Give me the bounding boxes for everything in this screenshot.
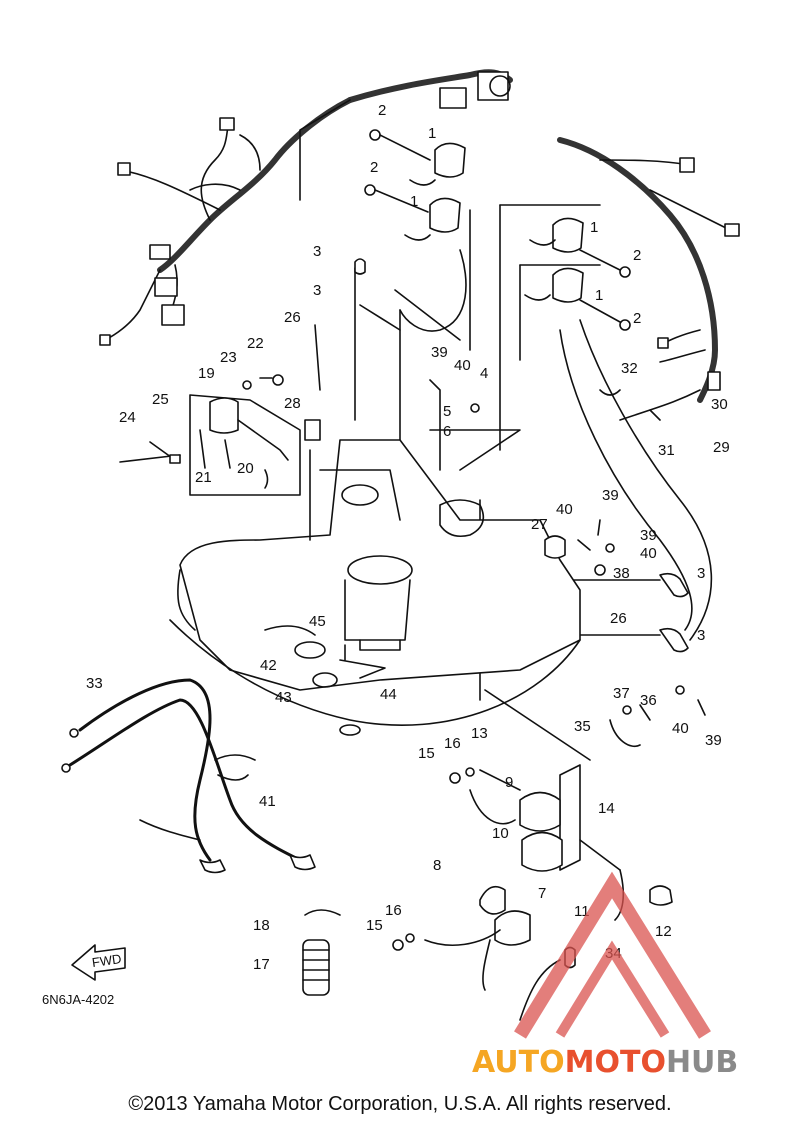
part-label: 16 xyxy=(444,735,461,752)
sensor-parts xyxy=(304,324,706,747)
part-label: 15 xyxy=(418,745,435,762)
spark-plug-leads xyxy=(354,249,713,653)
part-label: 7 xyxy=(538,885,546,902)
part-label: 3 xyxy=(313,243,321,260)
part-label: 24 xyxy=(119,409,136,426)
part-label: 16 xyxy=(385,902,402,919)
spring-clip xyxy=(302,909,341,996)
part-label: 3 xyxy=(697,627,705,644)
part-label: 17 xyxy=(253,956,270,973)
ignition-coils xyxy=(364,129,631,331)
copyright-text: ©2013 Yamaha Motor Corporation, U.S.A. A… xyxy=(128,1093,672,1115)
part-label: 2 xyxy=(633,310,641,327)
part-label: 18 xyxy=(253,917,270,934)
part-label: 22 xyxy=(247,335,264,352)
bracket-lines xyxy=(394,204,601,761)
watermark-moto: MOTO xyxy=(565,1045,666,1080)
part-label: 6 xyxy=(443,423,451,440)
part-label: 32 xyxy=(621,360,638,377)
watermark-logo: AUTOMOTOHUB xyxy=(472,871,738,1080)
part-label: 4 xyxy=(480,365,488,382)
part-label: 39 xyxy=(640,527,657,544)
watermark-hub: HUB xyxy=(666,1045,738,1080)
part-label: 36 xyxy=(640,692,657,709)
part-label: 1 xyxy=(428,125,436,142)
part-label: 19 xyxy=(198,365,215,382)
engine-block xyxy=(169,439,581,736)
part-label: 1 xyxy=(590,219,598,236)
part-label: 2 xyxy=(378,102,386,119)
fwd-label: FWD xyxy=(91,951,122,970)
part-label: 27 xyxy=(531,516,548,533)
part-label: 2 xyxy=(633,247,641,264)
part-label: 12 xyxy=(655,923,672,940)
part-label: 8 xyxy=(433,857,441,874)
part-label: 39 xyxy=(602,487,619,504)
part-label: 42 xyxy=(260,657,277,674)
part-label: 9 xyxy=(505,774,513,791)
part-label: 39 xyxy=(431,344,448,361)
grommet-parts xyxy=(264,625,386,688)
relay-assembly xyxy=(119,374,301,496)
part-label: 14 xyxy=(598,800,615,817)
part-label: 1 xyxy=(595,287,603,304)
part-label: 40 xyxy=(672,720,689,737)
part-label: 35 xyxy=(574,718,591,735)
part-label: 33 xyxy=(86,675,103,692)
part-label: 26 xyxy=(610,610,627,627)
drawing-code: 6N6JA-4202 xyxy=(42,992,114,1007)
part-label: 10 xyxy=(492,825,509,842)
part-label: 41 xyxy=(259,793,276,810)
part-label: 26 xyxy=(284,309,301,326)
triangle-logo-icon xyxy=(514,871,711,1039)
part-label: 3 xyxy=(697,565,705,582)
part-label: 3 xyxy=(313,282,321,299)
part-label: 39 xyxy=(705,732,722,749)
part-label: 28 xyxy=(284,395,301,412)
part-label: 1 xyxy=(410,193,418,210)
part-label: 30 xyxy=(711,396,728,413)
part-label: 40 xyxy=(640,545,657,562)
part-labels: 1 1 1 1 2 2 2 2 3 3 3 3 4 5 6 7 8 9 10 1… xyxy=(86,102,730,973)
svg-text:AUTOMOTOHUB: AUTOMOTOHUB xyxy=(472,1045,738,1080)
part-label: 43 xyxy=(275,689,292,706)
part-label: 44 xyxy=(380,686,397,703)
part-label: 13 xyxy=(471,725,488,742)
part-label: 20 xyxy=(237,460,254,477)
part-label: 31 xyxy=(658,442,675,459)
battery-cables xyxy=(61,678,316,874)
wiring-harness xyxy=(99,69,740,411)
part-label: 15 xyxy=(366,917,383,934)
part-label: 5 xyxy=(443,403,451,420)
part-label: 40 xyxy=(454,357,471,374)
part-label: 21 xyxy=(195,469,212,486)
part-label: 29 xyxy=(713,439,730,456)
part-label: 40 xyxy=(556,501,573,518)
part-label: 45 xyxy=(309,613,326,630)
watermark-auto: AUTO xyxy=(472,1045,565,1080)
part-label: 2 xyxy=(370,159,378,176)
fwd-arrow-icon xyxy=(71,944,126,981)
rectifier-assembly xyxy=(392,764,673,1021)
part-label: 25 xyxy=(152,391,169,408)
part-label: 37 xyxy=(613,685,630,702)
part-label: 38 xyxy=(613,565,630,582)
part-label: 23 xyxy=(220,349,237,366)
